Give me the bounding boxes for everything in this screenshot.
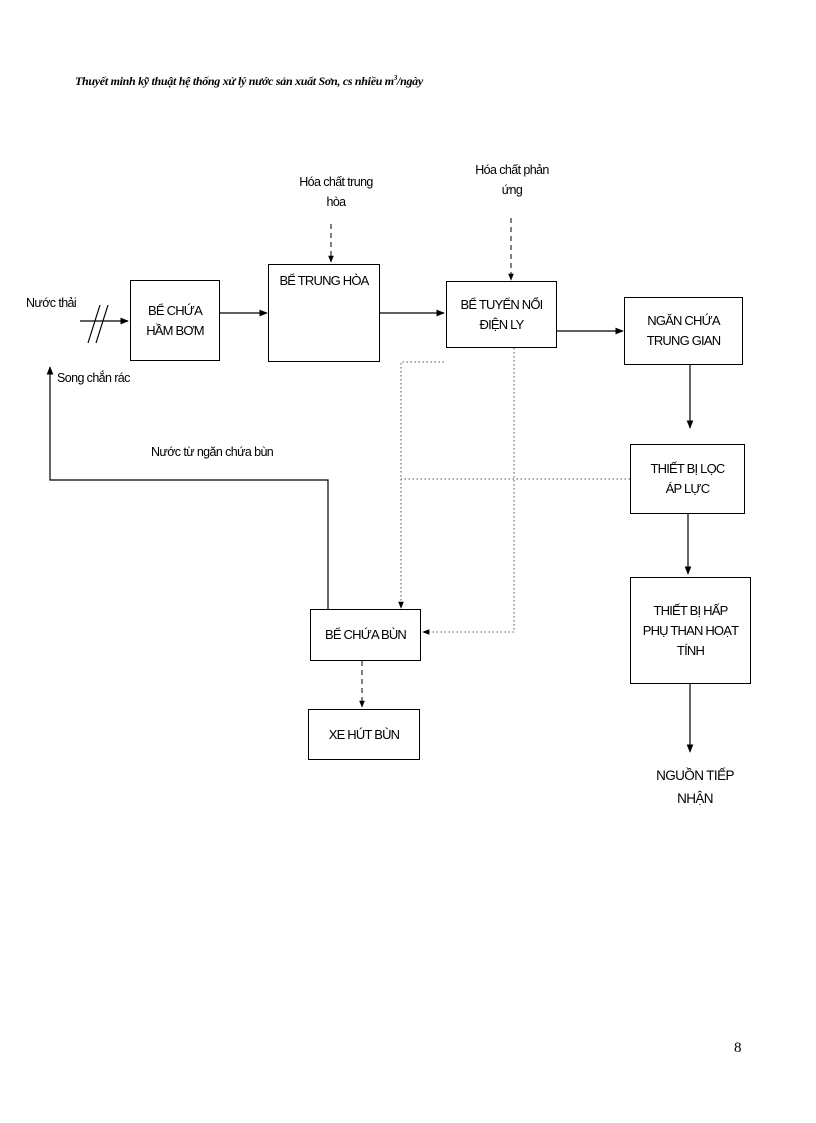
- box-label-line: NGĂN CHỨA: [647, 313, 720, 328]
- label-line: Hóa chất phản: [475, 163, 549, 177]
- screen-mark-2: [95, 304, 109, 344]
- sludge-line-tuyen-noi: [422, 348, 515, 635]
- box-label-line: XE HÚT BÙN: [328, 726, 400, 742]
- box-be-chua-bun: BỂ CHỨA BÙN: [310, 609, 421, 661]
- box-label-line: BỂ CHỨA: [148, 302, 203, 318]
- label-nuoc-thai: Nước thải: [26, 296, 77, 310]
- screen-mark-1: [87, 304, 101, 344]
- box-label-line: BỂ CHỨA BÙN: [324, 627, 407, 642]
- box-label-line: THIẾT BỊ LỌC: [650, 461, 726, 476]
- label-hoa-chat-trung-hoa: Hóa chất trung hòa: [281, 172, 391, 212]
- return-water-line: [46, 366, 329, 610]
- box-label-line: PHỤ THAN HOẠT: [642, 622, 739, 638]
- label-nuoc-tu-ngan-chua-bun: Nước từ ngăn chứa bùn: [151, 445, 274, 459]
- box-label-line: TRUNG GIAN: [646, 333, 721, 348]
- header-superscript: 3: [393, 74, 398, 82]
- box-be-trung-hoa: BỂ TRUNG HÒA: [268, 264, 380, 362]
- header-title-end: /ngày: [397, 74, 423, 88]
- box-label-line: TÍNH: [676, 642, 705, 658]
- label-line: Hóa chất trung: [299, 175, 373, 189]
- header-title: Thuyết minh kỹ thuật hệ thống xử lý nước…: [75, 74, 394, 88]
- box-label-line: ĐIỆN LY: [479, 316, 524, 332]
- label-nguon-tiep-nhan: NGUỒN TIẾP NHẬN: [640, 764, 750, 810]
- box-be-tuyen-noi: BỂ TUYỂN NỔI ĐIỆN LY: [446, 281, 557, 348]
- label-song-chan-rac: Song chắn rác: [57, 371, 130, 385]
- box-thiet-bi-loc: THIẾT BỊ LỌC ÁP LỰC: [630, 444, 745, 514]
- label-line: ứng: [501, 183, 523, 197]
- label-line: hòa: [326, 195, 346, 209]
- box-label-line: BỂ TRUNG HÒA: [279, 273, 369, 288]
- label-line: NHẬN: [677, 791, 713, 806]
- box-label-line: HẦM BƠM: [146, 322, 204, 338]
- box-label-line: BỂ TUYỂN NỔI: [460, 296, 544, 312]
- box-label-line: ÁP LỰC: [665, 481, 710, 496]
- page-number: 8: [734, 1040, 742, 1056]
- document-header: Thuyết minh kỹ thuật hệ thống xử lý nước…: [75, 74, 423, 89]
- box-xe-hut-bun: XE HÚT BÙN: [308, 709, 420, 760]
- box-label-line: THIẾT BỊ HẤP: [653, 602, 729, 618]
- box-ngan-chua-trung-gian: NGĂN CHỨA TRUNG GIAN: [624, 297, 743, 365]
- label-hoa-chat-phan-ung: Hóa chất phản ứng: [457, 160, 567, 200]
- box-be-chua-ham-bom: BỂ CHỨA HẦM BƠM: [130, 280, 220, 361]
- sludge-line-trung-hoa: [398, 361, 444, 609]
- box-thiet-bi-hap-phu: THIẾT BỊ HẤP PHỤ THAN HOẠT TÍNH: [630, 577, 751, 684]
- label-line: NGUỒN TIẾP: [656, 768, 734, 783]
